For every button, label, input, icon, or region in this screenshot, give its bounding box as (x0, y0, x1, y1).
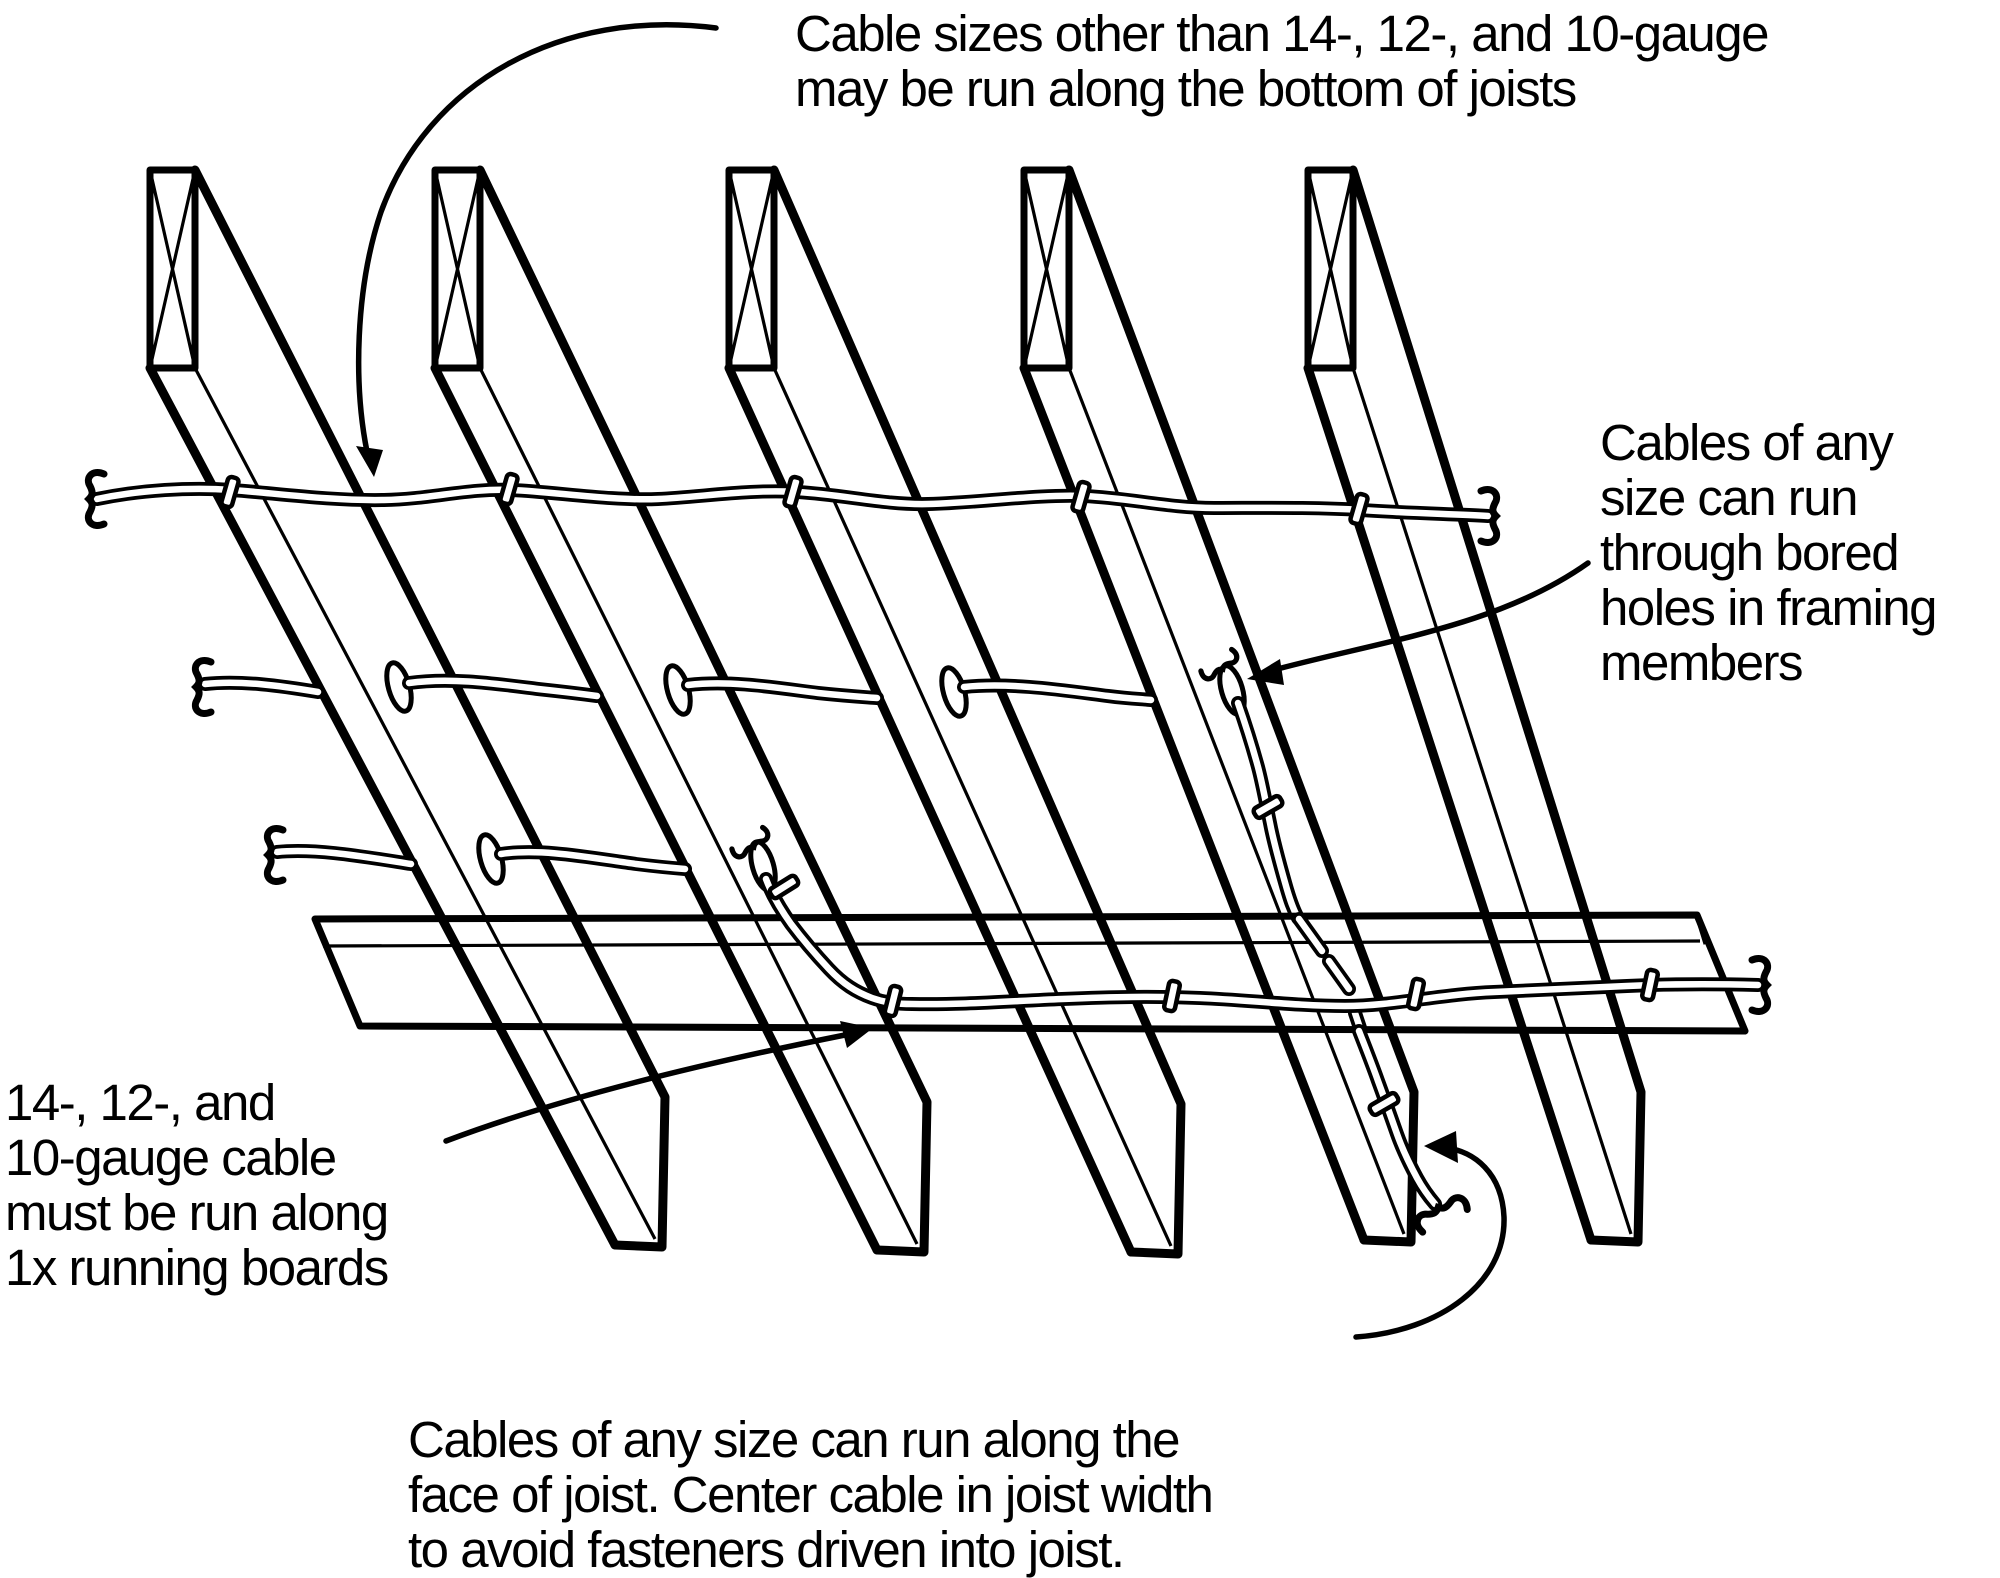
cross-bracing-icon (433, 169, 482, 369)
running-board-end-crease (1694, 914, 1709, 945)
joist-end-face (1020, 166, 1073, 372)
annotation-bottom-of-joists: Cable sizes other than 14-, 12-, and 10-… (795, 5, 1770, 117)
staple-icon (1252, 795, 1283, 820)
running-board-top-face-line (322, 939, 1701, 948)
arrowhead-icon (1247, 659, 1284, 685)
joist-top-and-end-edge (190, 165, 670, 1252)
arrowhead-icon (356, 446, 383, 477)
callout-arrows (355, 22, 1591, 1340)
joist-3 (724, 165, 1186, 1259)
running-board-face (311, 911, 1749, 1035)
joist-near-edge (145, 363, 620, 1250)
arrowhead-icon (840, 1021, 873, 1048)
cable-down-joist-face-upper (1200, 649, 1298, 918)
arrow-running-board-annotation (443, 1032, 848, 1144)
joist-near-edge (724, 363, 1136, 1257)
cross-bracing-icon (148, 169, 197, 369)
joist-inner-edge (193, 367, 657, 1240)
cable-through-bored-holes-row2 (267, 827, 780, 893)
joist-2 (430, 165, 932, 1257)
joist-inner-edge (478, 367, 919, 1245)
arrow-face-of-joist-annotation (1353, 1145, 1507, 1340)
staple-icon (884, 985, 902, 1017)
cable-end-curl-icon (1414, 1195, 1468, 1233)
joist-top-and-end-edge (769, 165, 1186, 1259)
annotation-bored-holes: Cables of any size can run through bored… (1600, 414, 1938, 691)
joist-inner-edge (1067, 367, 1406, 1235)
staple-icon (784, 476, 803, 508)
annotation-face-of-joist: Cables of any size can run along the fac… (408, 1411, 1214, 1578)
cross-bracing-icon (1022, 169, 1071, 369)
joist-end-face (725, 166, 778, 372)
joist-end-face (431, 166, 484, 372)
arrow-bored-holes-annotation (1267, 560, 1591, 674)
joist-top-and-end-edge (475, 165, 932, 1257)
annotation-running-boards: 14-, 12-, and 10-gauge cable must be run… (5, 1074, 389, 1296)
staple-icon (1164, 980, 1181, 1012)
staple-icon (1642, 969, 1659, 1001)
cross-bracing-icon (727, 169, 776, 369)
staple-icon (221, 476, 240, 508)
joist-1 (145, 165, 670, 1252)
arrow-top-annotation (355, 22, 719, 464)
cross-bracing-icon (1306, 169, 1355, 369)
cable-along-joist-bottoms (88, 473, 1496, 543)
cable-along-running-board (766, 874, 1768, 1016)
joist-top-and-end-edge (1348, 165, 1646, 1247)
joist-end-face (1304, 166, 1357, 372)
arrowhead-icon (1424, 1131, 1458, 1163)
joist-inner-edge (772, 367, 1173, 1247)
running-board (311, 911, 1749, 1035)
joist-5 (1303, 165, 1646, 1247)
joist-end-face (146, 166, 199, 372)
staple-icon (500, 473, 519, 505)
joist-near-edge (430, 363, 882, 1255)
